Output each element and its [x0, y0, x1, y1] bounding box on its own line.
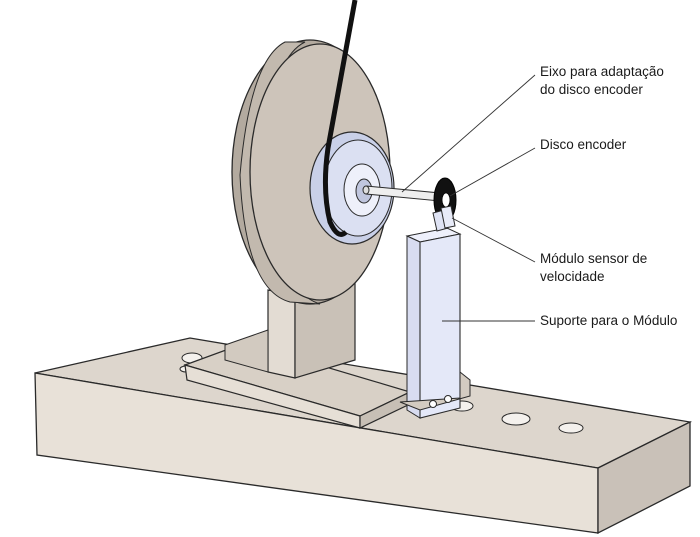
callout-modulo: Módulo sensor de velocidade: [540, 250, 647, 286]
support-screw-hole: [429, 400, 437, 408]
support-foot: [399, 370, 471, 411]
support-front: [406, 235, 421, 419]
callout-suporte-line1: Suporte para o Módulo: [540, 313, 678, 328]
callout-eixo-line1: Eixo para adaptação: [540, 64, 664, 79]
leader-modulo: [451, 217, 536, 263]
support-screw-hole: [444, 395, 452, 403]
leader-disco: [449, 147, 536, 197]
shaft-end: [362, 185, 370, 195]
callout-modulo-line2: velocidade: [540, 269, 605, 284]
leader-lines: [401, 74, 536, 322]
base-hole: [558, 422, 584, 434]
belt-strand: [322, 0, 358, 237]
encoder-disk-center: [441, 192, 451, 208]
bracket-web-front: [267, 289, 296, 379]
sensor-support: [399, 233, 471, 419]
leader-eixo: [401, 74, 536, 193]
base-side-face: [597, 420, 691, 535]
support-face: [419, 233, 461, 419]
base-block: [34, 337, 693, 535]
belt: [322, 0, 358, 237]
base-hole: [501, 412, 531, 426]
bracket-web-top-left: [224, 329, 269, 373]
callout-disco: Disco encoder: [540, 136, 626, 154]
callout-eixo: Eixo para adaptação do disco encoder: [540, 63, 664, 99]
callout-eixo-line2: do disco encoder: [540, 82, 643, 97]
sensor-fork-2: [440, 205, 456, 229]
callout-disco-line1: Disco encoder: [540, 137, 627, 152]
callout-modulo-line1: Módulo sensor de: [540, 251, 648, 266]
pulley-bracket: [183, 269, 412, 429]
callout-suporte: Suporte para o Módulo: [540, 312, 677, 330]
